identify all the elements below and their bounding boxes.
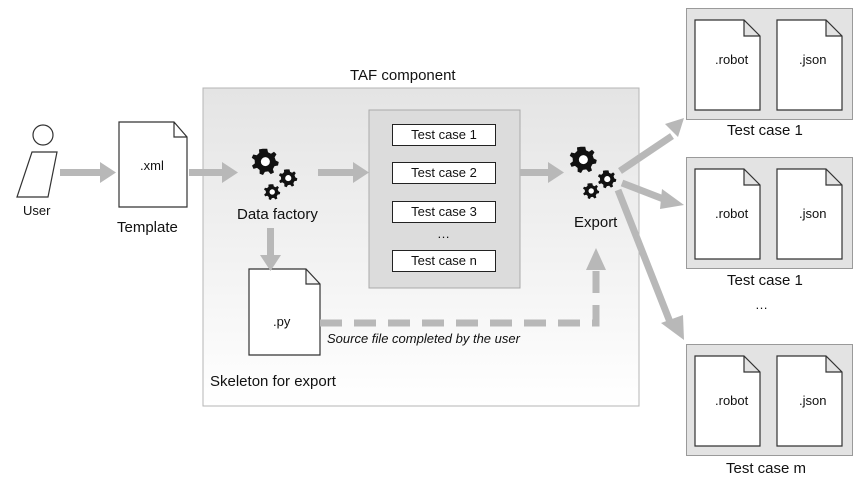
output-files-icon [694, 355, 843, 447]
template-label: Template [117, 219, 178, 236]
output-label: Test case m [726, 460, 807, 477]
output-files-icon [694, 168, 843, 260]
taf-component-title: TAF component [350, 67, 456, 84]
test-case-item: Test case 3 [392, 201, 496, 223]
output-file-json: .json [799, 206, 827, 221]
test-case-item: Test case 2 [392, 162, 496, 184]
data-factory-label: Data factory [237, 206, 318, 223]
output-label: Test case 1 [727, 122, 803, 139]
source-file-document-icon [248, 268, 321, 356]
output-group: .robot .json [686, 157, 853, 269]
flow-arrows [60, 118, 684, 340]
user-label: User [23, 203, 51, 218]
source-file-caption: Source file completed by the user [327, 331, 520, 346]
test-case-item: Test case 1 [392, 124, 496, 146]
test-cases-ellipsis: … [437, 226, 450, 241]
output-file-json: .json [799, 52, 827, 67]
user-icon [16, 124, 58, 198]
template-document-icon [118, 121, 188, 208]
outputs-ellipsis: … [755, 297, 768, 312]
output-label: Test case 1 [727, 272, 803, 289]
test-case-item: Test case n [392, 250, 496, 272]
skeleton-label: Skeleton for export [210, 373, 336, 390]
output-file-robot: .robot [715, 393, 749, 408]
source-file-ext: .py [273, 314, 291, 329]
template-ext: .xml [140, 158, 164, 173]
output-file-robot: .robot [715, 52, 749, 67]
output-group: .robot .json [686, 8, 853, 120]
export-label: Export [574, 214, 618, 231]
output-files-icon [694, 19, 843, 111]
output-file-robot: .robot [715, 206, 749, 221]
output-group: .robot .json [686, 344, 853, 456]
output-file-json: .json [799, 393, 827, 408]
